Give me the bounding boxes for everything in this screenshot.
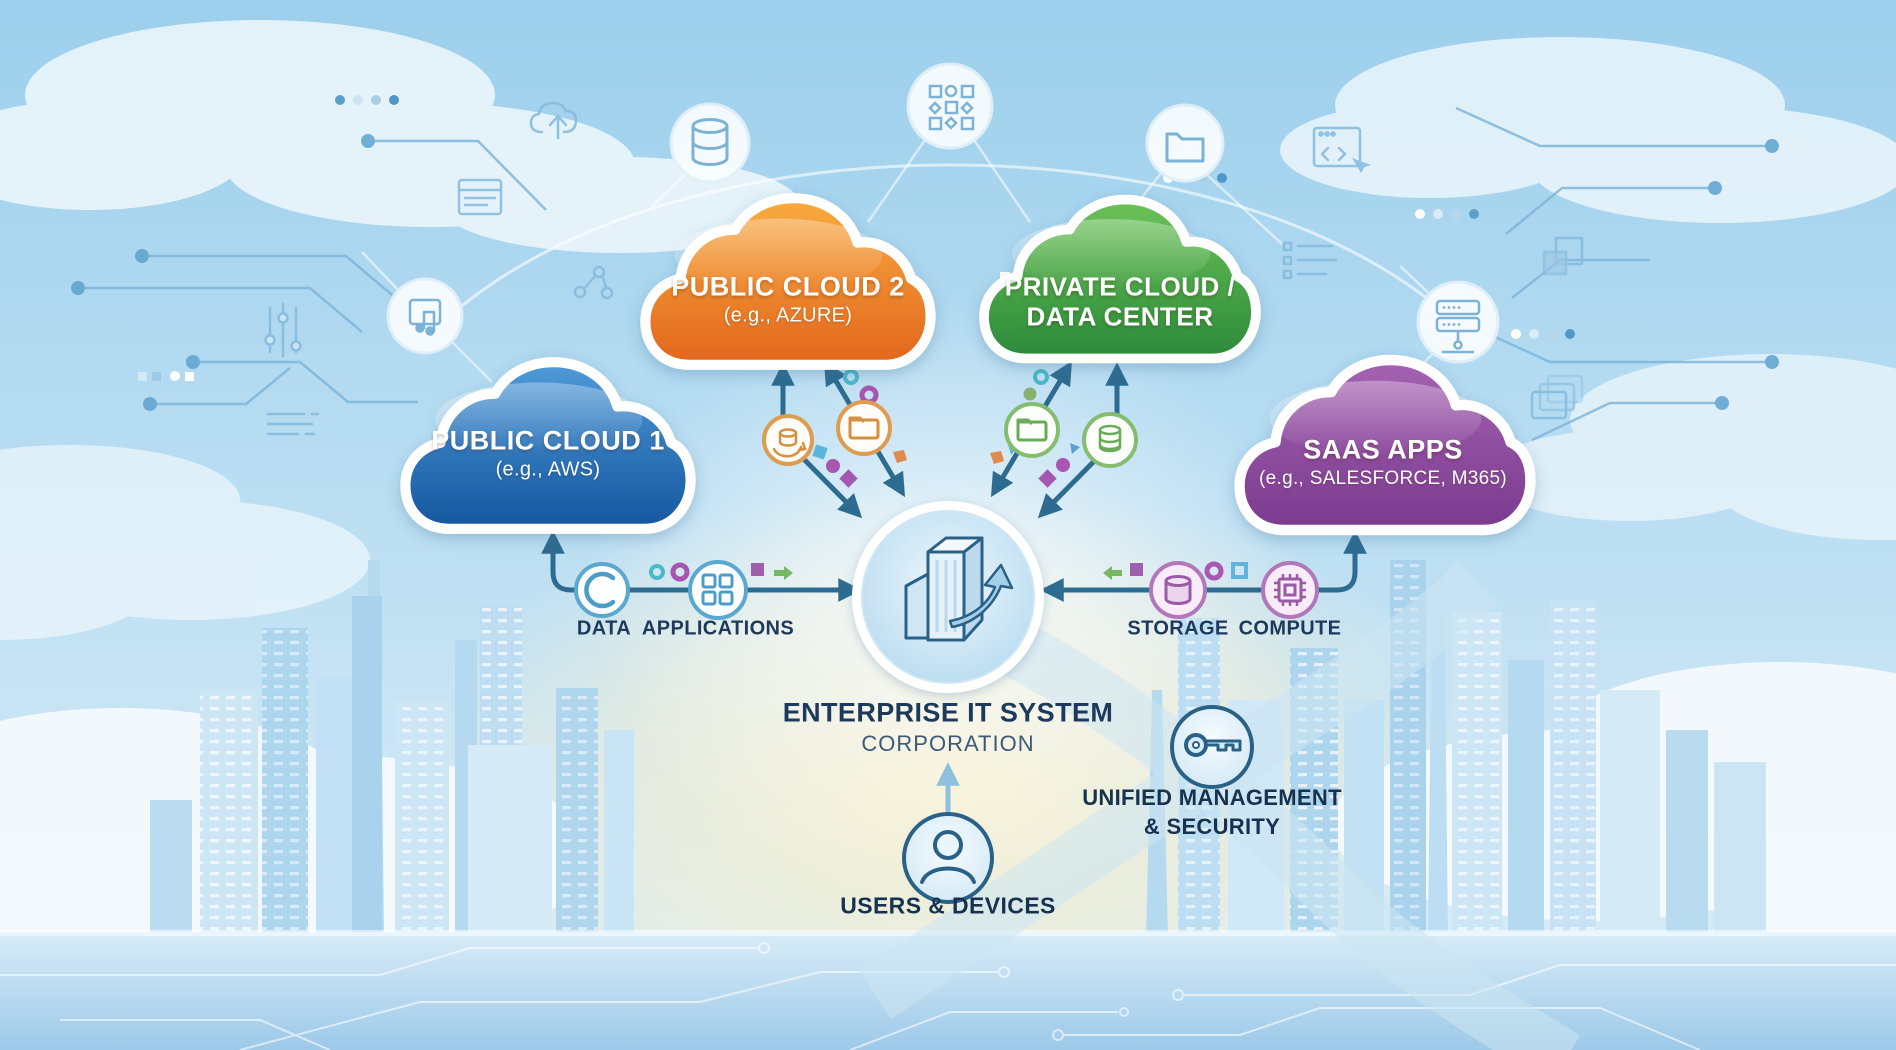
folder-icon: [1145, 103, 1225, 183]
person-icon: [902, 812, 994, 904]
line-hub-to-cloud4: [1037, 530, 1367, 593]
database-stack-icon: [1082, 412, 1138, 468]
flow-step-icons: [574, 560, 1319, 620]
folder-icon-green: [1004, 402, 1060, 458]
sync-icon: [574, 562, 630, 618]
key-icon: [1170, 705, 1254, 789]
sync-database-icon: [762, 414, 814, 466]
background-loose-icons: [264, 101, 1584, 436]
share-nodes-icon: [573, 265, 614, 300]
dome-circle-icons: [386, 62, 1500, 364]
database-icon: [669, 102, 751, 184]
storage-cylinder-icon: [1149, 561, 1207, 619]
photos-stack-icon: [1530, 374, 1584, 420]
rows-icon: [266, 412, 320, 436]
music-folder-icon: [386, 277, 464, 355]
sliders-icon: [264, 302, 302, 358]
line-hub-to-cloud1: [541, 530, 869, 593]
cpu-chip-icon: [1261, 561, 1319, 619]
server-icon: [1416, 280, 1500, 364]
link-icons: [762, 400, 1138, 468]
layers-icon: [1542, 236, 1584, 276]
list-icon: [1282, 241, 1338, 280]
browser-window-icon: [457, 178, 503, 216]
cloud-upload-icon: [529, 101, 578, 140]
skyline-left: [150, 560, 634, 940]
dome-arcs: [361, 139, 1480, 387]
qr-grid-icon: [906, 62, 994, 150]
enterprise-hub: [852, 501, 1044, 693]
code-window-icon: [1312, 126, 1371, 173]
enterprise-building-icon: [904, 536, 1014, 642]
app-grid-icon: [688, 560, 748, 620]
folder-icon-orange: [836, 400, 892, 456]
